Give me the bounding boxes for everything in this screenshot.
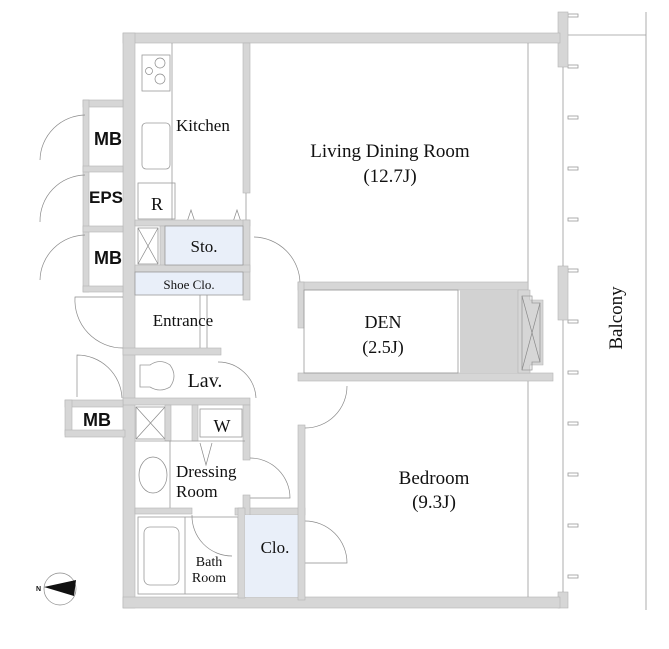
dressing-room-label: Dressing: [176, 462, 237, 481]
north-label: N: [36, 586, 41, 593]
railing-post: [567, 268, 579, 273]
railing-post: [567, 13, 579, 18]
meter-box-label: MB: [83, 410, 111, 430]
railing-post: [567, 421, 579, 426]
railing-post: [567, 166, 579, 171]
door-ldr: [253, 236, 301, 284]
pillar: [460, 290, 518, 373]
living-dining-room-label: Living Dining Room: [310, 141, 470, 162]
refrigerator-icon: [137, 182, 176, 220]
bathtub-icon: [143, 526, 180, 586]
bedroom-label: Bedroom: [399, 468, 470, 489]
meter-boxes: MB EPS MB: [39, 99, 124, 293]
bathroom: Bath Room: [137, 507, 246, 599]
den: DEN (2.5J): [297, 281, 554, 601]
bath-room-label: Bath: [196, 555, 222, 570]
den-size: (2.5J): [362, 337, 404, 358]
railing-post: [567, 217, 579, 222]
railing-post: [567, 574, 579, 579]
den-label: DEN: [365, 312, 402, 332]
balcony-label: Balcony: [606, 286, 627, 350]
meter-box-label: MB: [94, 248, 122, 268]
balcony-railing-posts: [567, 13, 579, 579]
stove-icon: [141, 54, 171, 92]
shoe-closet-label: Shoe Clo.: [163, 277, 214, 292]
closet-label: Clo.: [261, 538, 290, 557]
bedroom-size: (9.3J): [412, 492, 456, 513]
dressing-room: W Dressing Room: [134, 404, 306, 516]
toilet-icon: [139, 361, 175, 391]
outer-walls: [122, 32, 561, 609]
entrance-label: Entrance: [153, 311, 213, 330]
railing-post: [567, 370, 579, 375]
railing-post: [567, 115, 579, 120]
lavatory-label: Lav.: [188, 370, 223, 392]
kitchen: R Kitchen: [137, 42, 251, 225]
storage-area: Sto. Shoe Clo.: [134, 219, 301, 301]
refrigerator-label: R: [151, 194, 163, 214]
entrance: Entrance: [74, 295, 213, 350]
balcony: Balcony: [557, 11, 647, 610]
sink-icon: [141, 122, 171, 170]
railing-post: [567, 472, 579, 477]
washbasin-icon: [138, 456, 168, 494]
washer-icon: [199, 408, 243, 438]
kitchen-label: Kitchen: [176, 116, 230, 135]
living-dining-room-size: (12.7J): [363, 166, 416, 187]
closet: Clo.: [245, 515, 348, 597]
meter-box-label: MB: [94, 129, 122, 149]
shaft-icon: [137, 227, 159, 265]
north-arrow-icon: N: [36, 572, 77, 606]
eps-label: EPS: [89, 188, 123, 207]
dressing-room-label-2: Room: [176, 482, 218, 501]
railing-post: [567, 523, 579, 528]
lavatory: Lav. MB: [64, 347, 257, 438]
railing-post: [567, 319, 579, 324]
bath-room-label-2: Room: [192, 571, 226, 586]
washer-label: W: [214, 416, 231, 436]
storage-label: Sto.: [191, 237, 218, 256]
railing-post: [567, 64, 579, 69]
